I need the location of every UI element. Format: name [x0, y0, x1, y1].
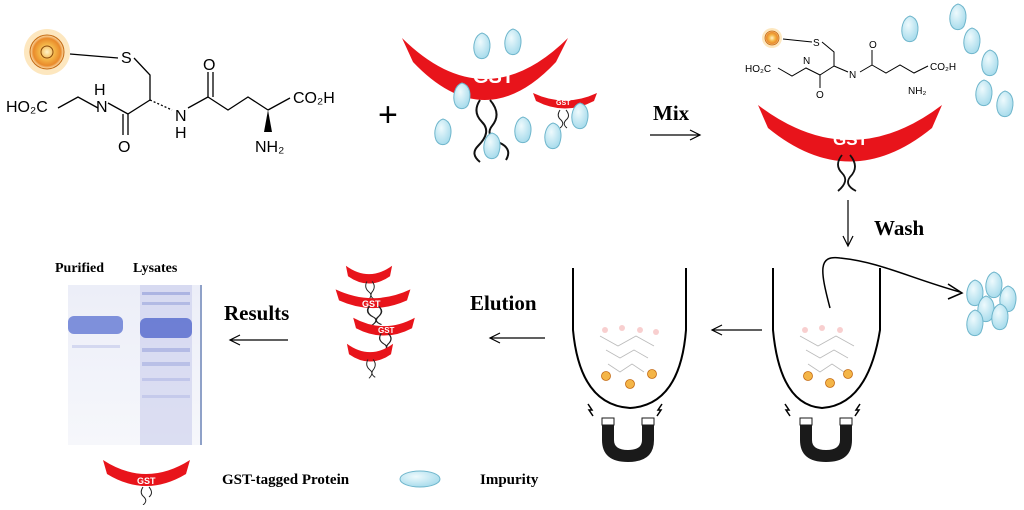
eluted-proteins: GST GST — [334, 265, 416, 379]
elution-tube — [572, 268, 687, 410]
svg-text:S: S — [813, 38, 820, 49]
svg-text:GST: GST — [137, 476, 156, 486]
svg-text:HO₂C: HO₂C — [745, 64, 771, 75]
gst-protein-bound — [758, 105, 942, 162]
svg-text:O: O — [869, 40, 877, 51]
sulfur-label: S — [121, 50, 132, 67]
mix-label: Mix — [653, 101, 690, 125]
svg-text:N: N — [803, 56, 810, 67]
magnet-icon-left — [587, 403, 663, 462]
tube-outline-right — [772, 268, 881, 410]
svg-text:O: O — [816, 90, 824, 101]
nh-right-n: N — [175, 108, 187, 125]
tube-outline-left — [572, 268, 687, 410]
nanoparticle-icon — [29, 34, 65, 70]
washed-impurities — [966, 271, 1017, 337]
lysate-mixture: GST GST — [402, 28, 597, 163]
wash-label: Wash — [874, 216, 925, 240]
svg-text:N: N — [849, 70, 856, 81]
svg-text:GST: GST — [378, 326, 395, 335]
purified-label: Purified — [55, 261, 104, 276]
co2h-label: CO₂H — [293, 90, 335, 107]
lysates-label: Lysates — [133, 261, 178, 276]
elution-label: Elution — [470, 291, 537, 315]
magnet-icon-right — [784, 403, 861, 462]
gst-label-large: GST — [473, 66, 514, 88]
legend-impurity: Impurity — [480, 472, 539, 488]
band-purified — [68, 316, 123, 334]
svg-text:CO₂H: CO₂H — [930, 62, 956, 73]
glutathione-molecule: S HO₂C H N O N H O CO₂H NH₂ — [6, 29, 335, 156]
svg-text:NH₂: NH₂ — [908, 86, 926, 97]
plus-sign: + — [378, 96, 398, 134]
band-lysates — [140, 318, 192, 338]
nh-left-h: H — [94, 82, 106, 99]
nh2-label: NH₂ — [255, 139, 284, 156]
nh-right-h: H — [175, 125, 187, 142]
nh-left-n: N — [96, 99, 108, 116]
bound-complex: S HO₂C N O N O CO₂H NH₂ GST — [745, 3, 1014, 192]
svg-text:GST: GST — [556, 100, 571, 107]
carbonyl-o-right: O — [203, 57, 215, 74]
wash-tube — [772, 256, 964, 410]
gst-protein-large — [402, 38, 568, 100]
legend-gst-tagged: GST-tagged Protein — [222, 472, 350, 488]
legend-gst-icon — [103, 460, 190, 486]
legend: GST GST-tagged Protein Impurity — [103, 460, 539, 506]
legend-impurity-icon — [399, 470, 441, 488]
gst-label-bound: GST — [833, 130, 869, 149]
results-label: Results — [224, 301, 289, 325]
svg-text:GST: GST — [362, 299, 381, 309]
ho2c-label: HO₂C — [6, 99, 48, 116]
wash-flow-arrow — [822, 256, 961, 309]
sds-gel — [68, 285, 202, 445]
carbonyl-o-left: O — [118, 139, 130, 156]
